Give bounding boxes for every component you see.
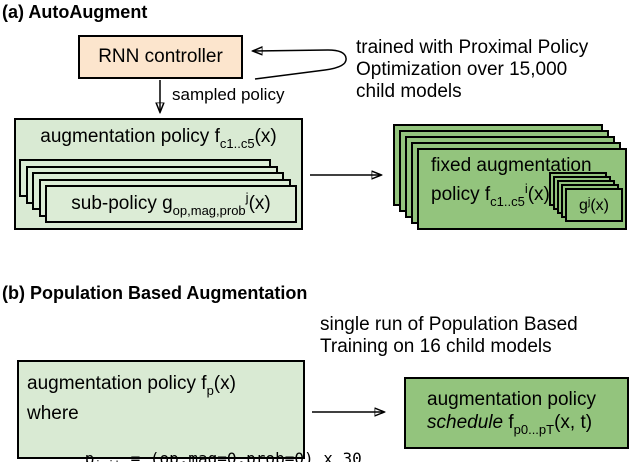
rnn-controller-box: RNN controller	[78, 35, 243, 79]
pbt-run-note: single run of Population Based Training …	[320, 314, 578, 358]
policy-title-post: (x)	[254, 126, 277, 147]
g-box-superscript: j	[587, 195, 591, 208]
ppo-note-line2: Optimization over 15,000	[356, 59, 568, 80]
sub-policy-subscript: op,mag,prob	[172, 203, 246, 218]
pba-policy-init-line: pinit = (op,mag=0,prob=0) x 30	[27, 430, 362, 462]
pba-init-pre: p	[84, 449, 95, 462]
pba-policy-line2: where	[27, 403, 79, 424]
sub-policy-pre: sub-policy g	[71, 193, 173, 214]
section-a-heading: (a) AutoAugment	[2, 2, 148, 22]
fixed-policy-subscript: c1..c5	[490, 194, 525, 209]
sub-policy-label: sub-policy gop,mag,probj(x)	[71, 186, 270, 222]
pba-line1-subscript: p	[206, 383, 214, 398]
schedule-subscript: p0...pT	[513, 422, 555, 437]
pba-init-subscript: init	[94, 458, 121, 462]
section-b-heading: (b) Population Based Augmentation	[2, 283, 308, 303]
fixed-policy-line2-post: (x)	[527, 184, 550, 205]
schedule-line2-pre: f	[503, 412, 514, 433]
sampled-policy-label: sampled policy	[172, 85, 285, 104]
training-loop-arrow	[253, 50, 347, 80]
schedule-line1: augmentation policy	[427, 389, 596, 410]
augmentation-policy-title: augmentation policy fc1..c5(x)	[16, 120, 301, 151]
pba-policy-box: augmentation policy fp(x) where pinit = …	[17, 360, 362, 462]
schedule-word-italic: schedule	[427, 412, 504, 433]
pba-line1-pre: augmentation policy f	[27, 373, 207, 394]
schedule-line2: schedule fp0...pT(x, t)	[427, 411, 627, 441]
g-box-post: (x)	[590, 196, 609, 214]
sub-policy-box: sub-policy gop,mag,probj(x)	[45, 185, 297, 223]
g-sub-policy-box: gj(x)	[565, 188, 623, 222]
rnn-controller-label: RNN controller	[98, 46, 223, 67]
sub-policy-superscript: j	[245, 190, 249, 205]
sub-policy-post: (x)	[248, 193, 271, 214]
pba-schedule-box: augmentation policy schedule fp0...pT(x,…	[404, 377, 629, 449]
ppo-note-line3: child models	[356, 81, 462, 102]
ppo-note-line1: trained with Proximal Policy	[356, 37, 589, 58]
schedule-line2-post: (x, t)	[554, 412, 593, 433]
pba-init-post: = (op,mag=0,prob=0) x 30	[120, 449, 362, 462]
fixed-policy-line1: fixed augmentation	[431, 155, 592, 176]
g-box-label: gj(x)	[579, 196, 609, 215]
pbt-note-line2: Training on 16 child models	[320, 336, 552, 357]
fixed-policy-line2: policy fc1..c5i(x)	[431, 177, 625, 213]
g-box-pre: g	[578, 196, 588, 214]
policy-title-subscript: c1..c5	[219, 136, 255, 151]
pba-policy-line1: augmentation policy fp(x)	[27, 372, 303, 402]
fixed-policy-line2-pre: policy f	[431, 184, 491, 205]
policy-title-pre: augmentation policy f	[40, 126, 220, 147]
fixed-policy-superscript: i	[524, 181, 528, 196]
pbt-note-line1: single run of Population Based	[320, 314, 578, 335]
ppo-training-note: trained with Proximal Policy Optimizatio…	[356, 37, 588, 103]
pba-line1-post: (x)	[213, 373, 236, 394]
